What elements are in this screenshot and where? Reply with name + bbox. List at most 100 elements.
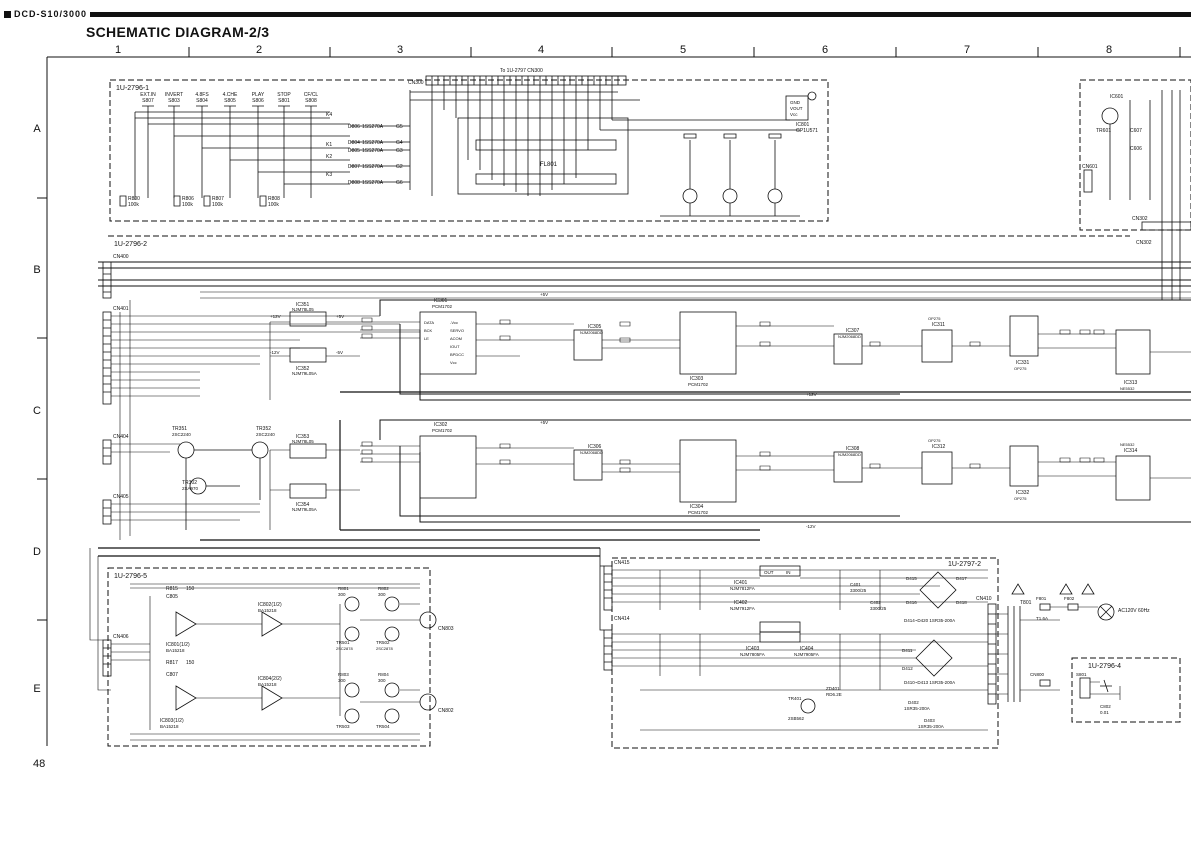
diode-ref: D411 [902, 648, 913, 653]
capacitor-ref: C606 [1130, 146, 1142, 152]
diode-ref: D804 [348, 140, 360, 146]
column-label: 3 [397, 44, 403, 56]
transformer-section: T801 F801 F802 T1.6A AC120V 60Hz CN800 [996, 583, 1150, 702]
ic-ref: IC302 [434, 422, 448, 428]
zener-part: RD6.2E [826, 692, 842, 697]
ic-ref: IC803(1/2) [160, 718, 184, 724]
connector-ref: CN400 [113, 254, 129, 260]
key-ref: S801 [278, 98, 290, 104]
ic-part: NJM78L05 [292, 307, 314, 312]
opamp-ic312: IC312 OP275 [921, 438, 953, 485]
diode-value: 1SS270A [362, 148, 384, 154]
ic-ref: IC301 [434, 298, 448, 304]
resistor-value: 100k [182, 202, 193, 208]
rail-label: +5V [336, 314, 344, 319]
ic-part: OP275 [928, 316, 941, 321]
pin-label: -Vcc [450, 320, 458, 325]
resistor-value: 100k [128, 202, 139, 208]
diode-grid: G2 [396, 164, 403, 170]
key-ref: S803 [168, 98, 180, 104]
row-label: C [33, 405, 41, 417]
opamp-ic332: IC332 OP275 [1009, 445, 1039, 501]
diode-bus [350, 90, 411, 190]
resistor-value: 300 [338, 592, 346, 597]
pin-label: SERVO [450, 328, 464, 333]
connector-cn405: CN405 [102, 494, 129, 525]
pin-label: Vcc [790, 112, 798, 117]
regulator-ic351: IC351 NJM78L05 +12V +5V [270, 302, 344, 327]
rail-label: +5V [540, 292, 548, 297]
warning-triangle-icon [1011, 583, 1095, 595]
opamp-ic305: IC305 NJM2068DD [573, 324, 603, 361]
column-labels: 1 2 3 4 5 6 7 8 [115, 44, 1112, 56]
pin-label: DATA [424, 320, 434, 325]
ic-ref: IC313 [1124, 380, 1138, 386]
resistor-ref: R804 [378, 672, 389, 677]
bridge-rectifier-2 [915, 639, 953, 677]
key-label: EXT.IN [140, 92, 156, 98]
pin-label: GND [790, 100, 801, 105]
diode-matrix: D806 1SS270A G5 D804 1SS270A G4 D805 1SS… [348, 124, 403, 186]
fuse-ref: F801 [1036, 596, 1047, 601]
connector-ref: CN401 [113, 306, 129, 312]
resistor-value: 150 [186, 660, 195, 666]
rail-label: +5V [540, 420, 548, 425]
connector-cn406: CN406 [102, 634, 129, 677]
ic-ref: IC305 [588, 324, 602, 330]
diode-value: 1SS270A [362, 180, 384, 186]
ic-part: PCM1702 [432, 428, 453, 433]
connector-ref: CN302 [1132, 216, 1148, 222]
connector-cn415: CN415 [603, 560, 630, 611]
resistor-value: 100k [268, 202, 279, 208]
ic-part: BA15218 [166, 648, 185, 653]
rail-label: -5V [336, 350, 343, 355]
ic-ref: IC331 [1016, 360, 1030, 366]
pin-label: IOUT [450, 344, 460, 349]
column-label: 2 [256, 44, 262, 56]
connector-cn300 [410, 75, 800, 196]
ic-ref: IC402 [734, 600, 748, 606]
ic-part: NJM2068DD [838, 334, 861, 339]
pin-label: ACOM [450, 336, 462, 341]
rail-label: OUT [764, 570, 774, 575]
header-rule [60, 12, 1191, 17]
key-label: INVERT [165, 92, 183, 98]
bullet-square-icon [4, 11, 11, 19]
row-label: A [33, 123, 41, 135]
rail-label: -12V [806, 524, 816, 529]
jack-ref: CN802 [438, 708, 454, 714]
connector-note: To 1U-2797 CN300 [500, 68, 543, 74]
capacitor-ref: C607 [1130, 128, 1142, 134]
transistor-ref: TR351 [172, 426, 187, 432]
rail-label: -12V [270, 350, 280, 355]
rail-label: IN [786, 570, 791, 575]
capacitor-value: 3300/25 [870, 606, 887, 611]
ic-ref: IC308 [846, 446, 860, 452]
diode-ref: D416 [906, 600, 917, 605]
connector-ref: CN410 [976, 596, 992, 602]
board-label: 1U-2796-2 [114, 241, 147, 248]
diode-ref: D805 [348, 148, 360, 154]
row-ticks [37, 57, 48, 746]
board-1u-2796-2: 1U-2796-2 CN400 CN401 CN404 CN405 [98, 235, 1191, 557]
opamp-ic311: IC311 OP275 [921, 316, 953, 363]
connector-ref: CN300 [408, 80, 424, 86]
switch-ref: S801 [1076, 672, 1087, 677]
transistor-ref: TR501 [336, 640, 350, 645]
ic-part: NE5532 [1120, 442, 1135, 447]
ic-ref: IC353 [296, 434, 310, 440]
capacitor-value: 0.01 [1100, 710, 1109, 715]
pin-label: VOUT [790, 106, 803, 111]
ic-part: NJM2068DD [580, 450, 603, 455]
resistor-symbols [119, 195, 267, 207]
board-1u-2796-4: 1U-2796-4 S801 C802 0.01 [1071, 657, 1181, 723]
connector-ref: CN601 [1082, 164, 1098, 170]
ic-part: NJM7905FA [794, 652, 819, 657]
ic-ref: IC306 [588, 444, 602, 450]
key-ref: S808 [305, 98, 317, 104]
column-label: 7 [964, 44, 970, 56]
ic-ref: IC801 [796, 122, 810, 128]
resistor-ref: R802 [378, 586, 389, 591]
ic-part: GP1U571 [796, 128, 818, 134]
opamp-ic308: IC308 NJM2068DD [833, 446, 863, 483]
